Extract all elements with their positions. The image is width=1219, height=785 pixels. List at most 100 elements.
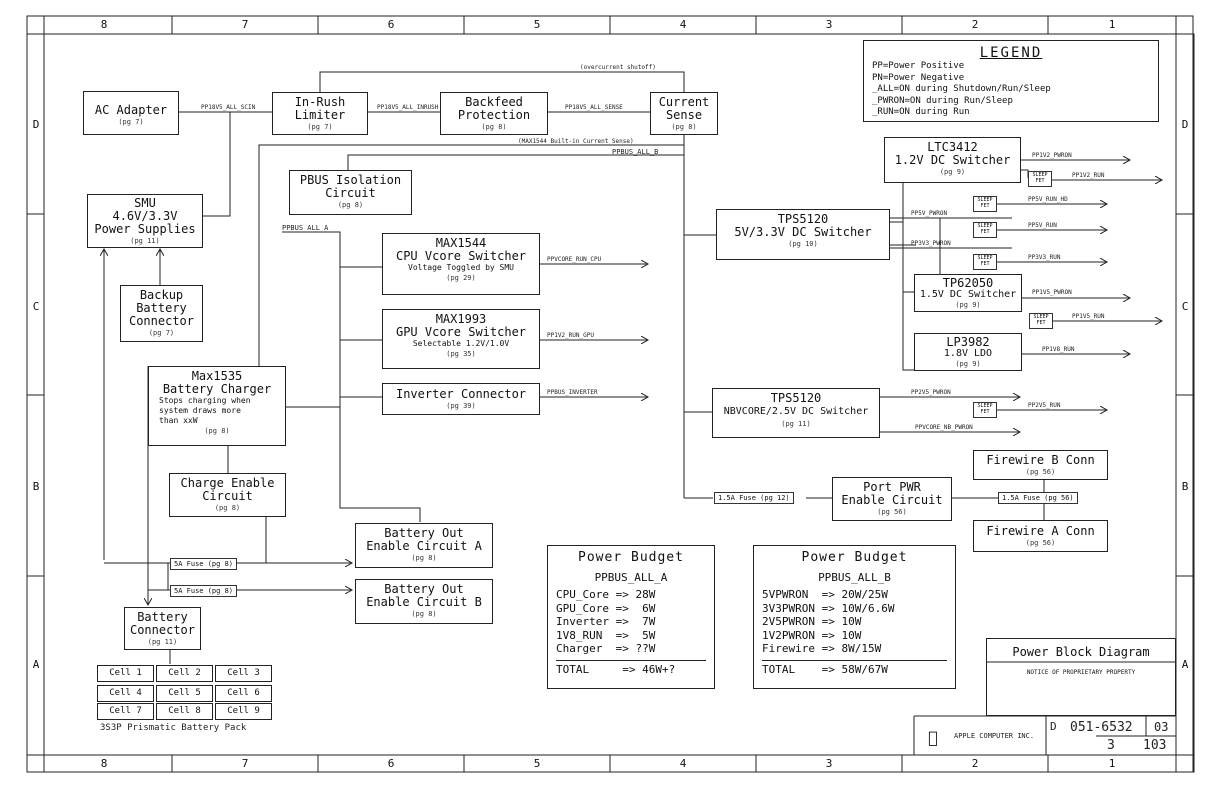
net-label: PP18V5_ALL_SCIN xyxy=(201,104,256,111)
size-code: D xyxy=(1050,720,1057,733)
tps5120-nbvcore-block: TPS5120 NBVCORE/2.5V DC Switcher (pg 11) xyxy=(712,388,880,438)
battery-cell: Cell 4 xyxy=(97,685,154,702)
block-title: SMU xyxy=(134,196,156,210)
block-page: (pg 8) xyxy=(671,123,697,131)
block-title: Power Supplies xyxy=(94,222,196,236)
block-title: GPU Vcore Switcher xyxy=(395,325,527,339)
block-desc: Stops charging when xyxy=(159,396,251,405)
block-title: 4.6V/3.3V xyxy=(112,209,178,223)
block-page: (pg 9) xyxy=(939,168,966,176)
block-page: (pg 9) xyxy=(955,301,981,309)
budget-line: GPU_Core => 6W xyxy=(556,601,656,615)
block-page: (pg 7) xyxy=(307,123,333,131)
block-title: In-Rush xyxy=(294,95,346,109)
block-title: 5V/3.3V DC Switcher xyxy=(734,225,872,239)
block-page: (pg 7) xyxy=(148,329,175,337)
column-label: 5 xyxy=(533,757,541,770)
fet-label: SLEEP xyxy=(977,255,993,261)
block-title: 1.2V DC Switcher xyxy=(894,153,1011,167)
row-label: A xyxy=(1181,658,1189,671)
column-label: 2 xyxy=(971,757,979,770)
max1544-block: MAX1544 CPU Vcore Switcher Voltage Toggl… xyxy=(382,233,540,295)
fuse-label: 5A Fuse (pg 8) xyxy=(170,558,238,570)
block-title: Battery xyxy=(137,610,188,624)
block-page: (pg 8) xyxy=(411,554,437,562)
fet-label: FET xyxy=(1035,178,1045,184)
column-label: 2 xyxy=(971,18,979,31)
block-page: (pg 8) xyxy=(337,201,364,209)
block-title: TP62050 xyxy=(942,276,994,290)
block-title: Circuit xyxy=(202,489,253,503)
column-label: 4 xyxy=(679,18,687,31)
battery-cell: Cell 6 xyxy=(215,685,272,702)
block-title: PBUS Isolation xyxy=(299,173,402,187)
net-label: PP1V5_PWRON xyxy=(1032,289,1072,296)
row-label: A xyxy=(32,658,40,671)
block-title: Battery xyxy=(136,301,187,315)
column-label: 7 xyxy=(241,757,249,770)
row-label: B xyxy=(1181,480,1189,493)
sheet-total: 103 xyxy=(1143,738,1167,753)
net-label: PPBUS_ALL_B xyxy=(612,148,659,156)
drawing-number: 051-6532 xyxy=(1070,720,1133,735)
net-label: PP1V2_RUN_GPU xyxy=(547,332,594,339)
net-label: PP1V5_RUN xyxy=(1072,313,1105,320)
column-label: 6 xyxy=(387,18,395,31)
column-label: 5 xyxy=(533,18,541,31)
fet-label: FET xyxy=(980,203,990,209)
budget-line: 1V8_RUN => 5W xyxy=(556,628,656,642)
budget-line: CPU_Core => 28W xyxy=(556,588,656,601)
block-title: TPS5120 xyxy=(770,391,822,405)
legend-title: LEGEND xyxy=(979,45,1043,61)
block-title: Enable Circuit xyxy=(841,493,943,507)
drawing-title: Power Block Diagram xyxy=(1012,645,1150,659)
legend-item: PP=Power Positive xyxy=(872,61,965,71)
budget-line: Charger => ??W xyxy=(556,642,656,655)
budget-line: 3V3PWRON => 10W/6.6W xyxy=(762,601,895,615)
budget-subtitle: PPBUS_ALL_A xyxy=(594,571,668,584)
column-label: 6 xyxy=(387,757,395,770)
battery-connector-block: Battery Connector (pg 11) xyxy=(124,607,201,650)
block-title: Enable Circuit A xyxy=(366,539,482,553)
battery-out-b-block: Battery Out Enable Circuit B (pg 8) xyxy=(355,579,493,624)
proprietary-notice: NOTICE OF PROPRIETARY PROPERTY xyxy=(1026,669,1136,676)
block-title: Firewire A Conn xyxy=(986,524,1095,538)
column-label: 4 xyxy=(679,757,687,770)
column-label: 8 xyxy=(100,18,108,31)
battery-cell: Cell 1 xyxy=(97,665,154,682)
block-page: (pg 35) xyxy=(446,350,476,358)
block-page: (pg 39) xyxy=(446,402,476,410)
block-page: (pg 56) xyxy=(1025,468,1056,476)
block-desc: system draws more xyxy=(159,406,241,415)
block-desc: than xxW xyxy=(159,416,198,425)
legend-item: _ALL=ON during Shutdown/Run/Sleep xyxy=(872,84,1051,94)
block-desc: Selectable 1.2V/1.0V xyxy=(412,339,510,348)
battery-cell: Cell 8 xyxy=(156,703,213,720)
column-label: 7 xyxy=(241,18,249,31)
net-label: (MAX1544 Built-in Current Sense) xyxy=(518,138,634,145)
fet-label: FET xyxy=(980,409,990,415)
column-label: 3 xyxy=(825,18,833,31)
tp62050-block: TP62050 1.5V DC Switcher (pg 9) xyxy=(914,274,1022,312)
block-title: Backup xyxy=(139,288,184,302)
legend-item: _RUN=ON during Run xyxy=(872,107,970,117)
apple-logo-icon:  xyxy=(928,728,938,747)
firewire-b-block: Firewire B Conn (pg 56) xyxy=(973,450,1108,480)
max1535-charger-block: Max1535 Battery Charger Stops charging w… xyxy=(148,366,286,446)
net-label: PP3V3_PWRON xyxy=(911,240,951,247)
battery-pack-label: 3S3P Prismatic Battery Pack xyxy=(100,723,247,733)
block-title: CPU Vcore Switcher xyxy=(395,249,527,263)
net-label: PPBUS_INVERTER xyxy=(547,389,598,396)
block-title: NBVCORE/2.5V DC Switcher xyxy=(723,406,869,417)
block-title: Circuit xyxy=(325,186,376,200)
net-label: PP3V3_RUN xyxy=(1028,254,1061,261)
block-page: (pg 8) xyxy=(481,123,507,131)
block-page: (pg 29) xyxy=(446,274,476,282)
backup-battery-block: Backup Battery Connector (pg 7) xyxy=(120,285,203,342)
row-label: C xyxy=(1181,300,1189,313)
block-title: Port PWR xyxy=(863,480,921,494)
